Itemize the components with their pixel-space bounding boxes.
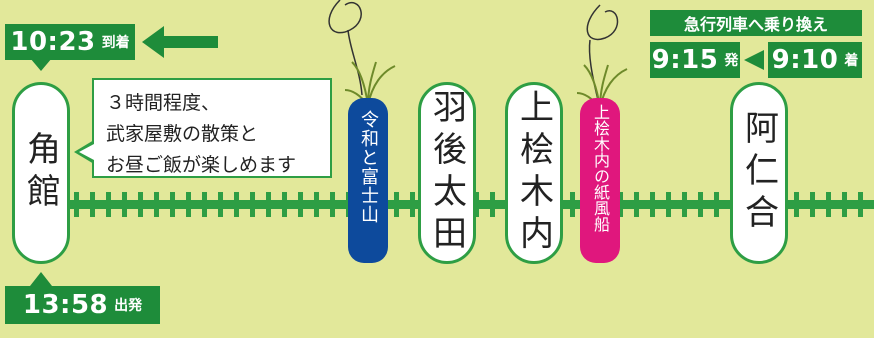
transfer-title: 急行列車へ乗り換え	[650, 10, 862, 36]
note-callout: ３時間程度、 武家屋敷の散策と お昼ご飯が楽しめます	[92, 78, 332, 178]
departure-label: 出発	[114, 298, 143, 314]
rail-tie	[234, 192, 239, 217]
departure-time: 13:58	[22, 290, 109, 320]
rail-tie	[122, 192, 127, 217]
rail-tie	[138, 192, 143, 217]
up-arrow-icon	[30, 272, 52, 286]
rail-tie	[202, 192, 207, 217]
event-label: 令和と富士山	[358, 110, 379, 224]
transfer-arr-time: 9:10	[771, 45, 839, 75]
station-name: 羽後太田	[426, 89, 467, 257]
station-ani: 阿仁合	[730, 82, 788, 264]
rail-tie	[298, 192, 303, 217]
note-line-1: ３時間程度、	[106, 92, 221, 114]
station-name: 角館	[20, 131, 61, 215]
rail-tie	[490, 192, 495, 217]
callout-pointer	[74, 140, 94, 164]
rail-tie	[682, 192, 687, 217]
event-label: 上桧木内の紙風船	[591, 104, 610, 232]
rail-tie	[410, 192, 415, 217]
rail-tie	[250, 192, 255, 217]
departure-time-box: 13:58 出発	[5, 286, 160, 324]
arrival-label: 到着	[101, 35, 130, 51]
rail-tie	[90, 192, 95, 217]
transfer-arrival-box: 9:10 着	[768, 42, 862, 78]
rail-tie	[74, 192, 79, 217]
left-arrow-icon	[142, 26, 218, 58]
down-arrow-icon	[30, 58, 52, 71]
transfer-departure-box: 9:15 発	[650, 42, 740, 78]
rail-tie	[794, 192, 799, 217]
rail-tie	[858, 192, 863, 217]
rail-tie	[314, 192, 319, 217]
station-kamikunaizaki: 上桧木内	[505, 82, 563, 264]
rail-tie	[714, 192, 719, 217]
rail-tie	[810, 192, 815, 217]
station-hagoota: 羽後太田	[418, 82, 476, 264]
rail-tie	[474, 192, 479, 217]
transfer-dep-label: 発	[724, 53, 739, 69]
event-reiwa-fuji: 令和と富士山	[348, 98, 388, 263]
note-line-2: 武家屋敷の散策と	[106, 123, 259, 145]
transfer-dep-time: 9:15	[651, 45, 719, 75]
rail-tie	[842, 192, 847, 217]
event-paper-balloon: 上桧木内の紙風船	[580, 98, 620, 263]
rail-tie	[266, 192, 271, 217]
balloon-string-right	[586, 4, 619, 41]
arrival-time-box: 10:23 到着	[5, 24, 135, 60]
arrival-time: 10:23	[10, 27, 96, 57]
rail-tie	[330, 192, 335, 217]
rail-tie	[666, 192, 671, 217]
rail-tie	[154, 192, 159, 217]
station-name: 上桧木内	[513, 89, 554, 257]
rail-tie	[282, 192, 287, 217]
rail-tie	[218, 192, 223, 217]
balloon-string-left	[328, 0, 362, 34]
rail-tie	[106, 192, 111, 217]
rail-tie	[698, 192, 703, 217]
rail-tie	[570, 192, 575, 217]
rail-tie	[186, 192, 191, 217]
rail-tie	[618, 192, 623, 217]
rail-tie	[826, 192, 831, 217]
transfer-arr-label: 着	[844, 53, 859, 69]
left-arrow-icon	[744, 50, 764, 70]
rail-tie	[170, 192, 175, 217]
station-kakunodate: 角館	[12, 82, 70, 264]
note-line-3: お昼ご飯が楽しめます	[106, 154, 297, 176]
rail-tie	[650, 192, 655, 217]
station-name: 阿仁合	[738, 110, 779, 236]
rail-tie	[634, 192, 639, 217]
rail-tie	[394, 192, 399, 217]
